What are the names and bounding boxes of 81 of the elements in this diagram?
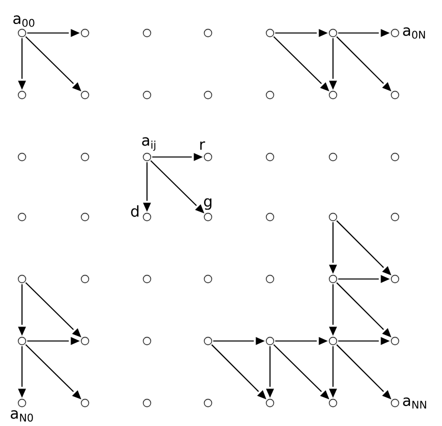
grid-point — [80, 152, 90, 162]
grid-point — [328, 90, 338, 100]
grid-point — [142, 212, 152, 222]
arrow — [143, 162, 151, 212]
grid-point — [204, 90, 212, 100]
arrow — [266, 346, 274, 398]
grid-point — [328, 398, 338, 408]
arrow — [338, 337, 390, 345]
arrow — [18, 346, 26, 398]
arrow — [329, 38, 337, 90]
edge-label: g — [204, 198, 212, 210]
grid-point — [80, 90, 90, 100]
grid-point — [142, 398, 152, 408]
grid-point — [204, 274, 212, 284]
arrow — [336, 282, 392, 338]
arrow — [329, 346, 337, 398]
grid-point — [266, 212, 274, 222]
node-label: a$_{N0}$ — [10, 410, 33, 422]
grid-point — [204, 398, 212, 408]
arrow — [213, 337, 265, 345]
node-label: a$_{ij}$ — [142, 137, 156, 151]
grid-point — [18, 90, 26, 100]
arrow — [336, 36, 392, 92]
arrow — [25, 282, 82, 338]
arrow — [211, 344, 266, 400]
grid-point — [266, 28, 274, 38]
arrow — [18, 38, 26, 90]
arrow — [27, 337, 80, 345]
grid-point — [390, 274, 400, 284]
arrow — [338, 275, 390, 283]
grid-point — [266, 274, 274, 284]
grid-point — [18, 212, 26, 222]
grid-point — [328, 274, 338, 284]
grid-point — [266, 152, 274, 162]
grid-point — [80, 212, 90, 222]
grid-point — [142, 274, 152, 284]
grid-point — [328, 212, 338, 222]
grid-point — [390, 152, 400, 162]
arrow — [273, 344, 330, 400]
arrow — [152, 153, 203, 161]
grid-point — [266, 90, 274, 100]
node-label: a$_{0N}$ — [403, 27, 425, 39]
grid-point — [18, 152, 26, 162]
grid-point — [390, 336, 400, 346]
grid-point — [204, 212, 212, 222]
grid-point — [80, 398, 90, 408]
arrow — [329, 284, 337, 336]
grid-point — [204, 28, 212, 38]
grid-point — [80, 274, 90, 284]
arrow — [338, 29, 390, 37]
node-label: a$_{NN}$ — [403, 397, 426, 409]
node-label: a$_{00}$ — [13, 15, 34, 27]
arrow — [25, 36, 82, 92]
grid-point — [18, 274, 26, 284]
grid-point — [328, 152, 338, 162]
grid-point — [390, 90, 400, 100]
arrow — [336, 344, 392, 400]
grid-point — [142, 90, 152, 100]
arrow — [18, 284, 26, 336]
grid-point — [142, 28, 152, 38]
arrow — [336, 220, 392, 276]
grid-point — [390, 212, 400, 222]
arrow — [275, 29, 328, 37]
grid-point — [142, 336, 152, 346]
grid-point — [266, 398, 274, 408]
arrow — [273, 36, 330, 92]
edge-label: r — [200, 141, 206, 150]
arrow — [25, 344, 82, 400]
grid-point — [18, 336, 26, 346]
grid-point — [328, 336, 338, 346]
edge-label: d — [131, 205, 138, 217]
arrow — [150, 160, 204, 214]
grid-point — [80, 336, 90, 346]
grid-point — [266, 336, 274, 346]
arrow — [329, 222, 337, 274]
arrow — [27, 29, 80, 37]
grid-point — [328, 28, 338, 38]
arrow — [275, 337, 328, 345]
grid-point — [204, 152, 212, 162]
grid-point — [80, 28, 90, 38]
grid-point — [204, 336, 212, 346]
